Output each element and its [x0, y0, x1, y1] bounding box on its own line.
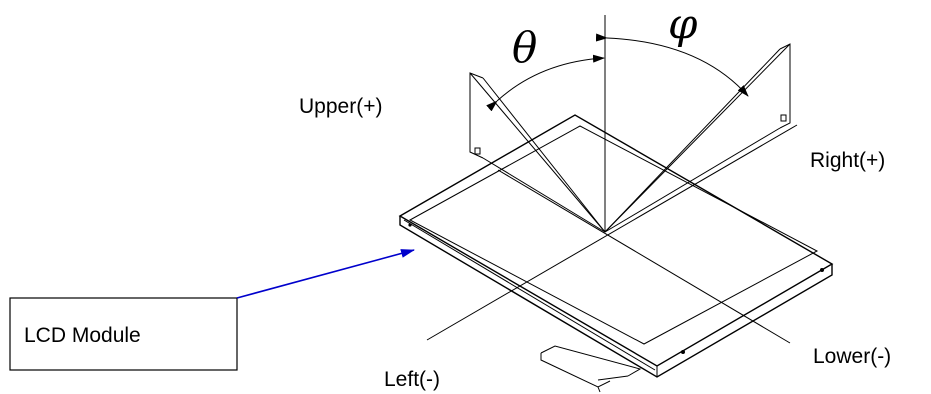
- flex-cable: [540, 345, 642, 393]
- viewing-planes: [469, 43, 791, 233]
- module-label-box: [9, 297, 238, 371]
- leader-arrow: [236, 249, 415, 299]
- angle-arcs: [486, 33, 749, 112]
- lcd-panel: [398, 114, 834, 378]
- axis-lines: [426, 15, 798, 344]
- theta-symbol: θ: [512, 23, 537, 72]
- right-label: Right(+): [810, 149, 885, 172]
- lower-label: Lower(-): [813, 345, 891, 368]
- upper-lower-axis: [497, 169, 791, 344]
- theta-arc: [486, 54, 605, 112]
- left-right-axis: [426, 124, 798, 341]
- phi-arc: [595, 33, 749, 97]
- left-label: Left(-): [384, 368, 440, 391]
- module-callout: [9, 249, 415, 371]
- phi-symbol: φ: [668, 0, 698, 48]
- module-label: LCD Module: [24, 324, 141, 347]
- upper-label: Upper(+): [299, 95, 382, 118]
